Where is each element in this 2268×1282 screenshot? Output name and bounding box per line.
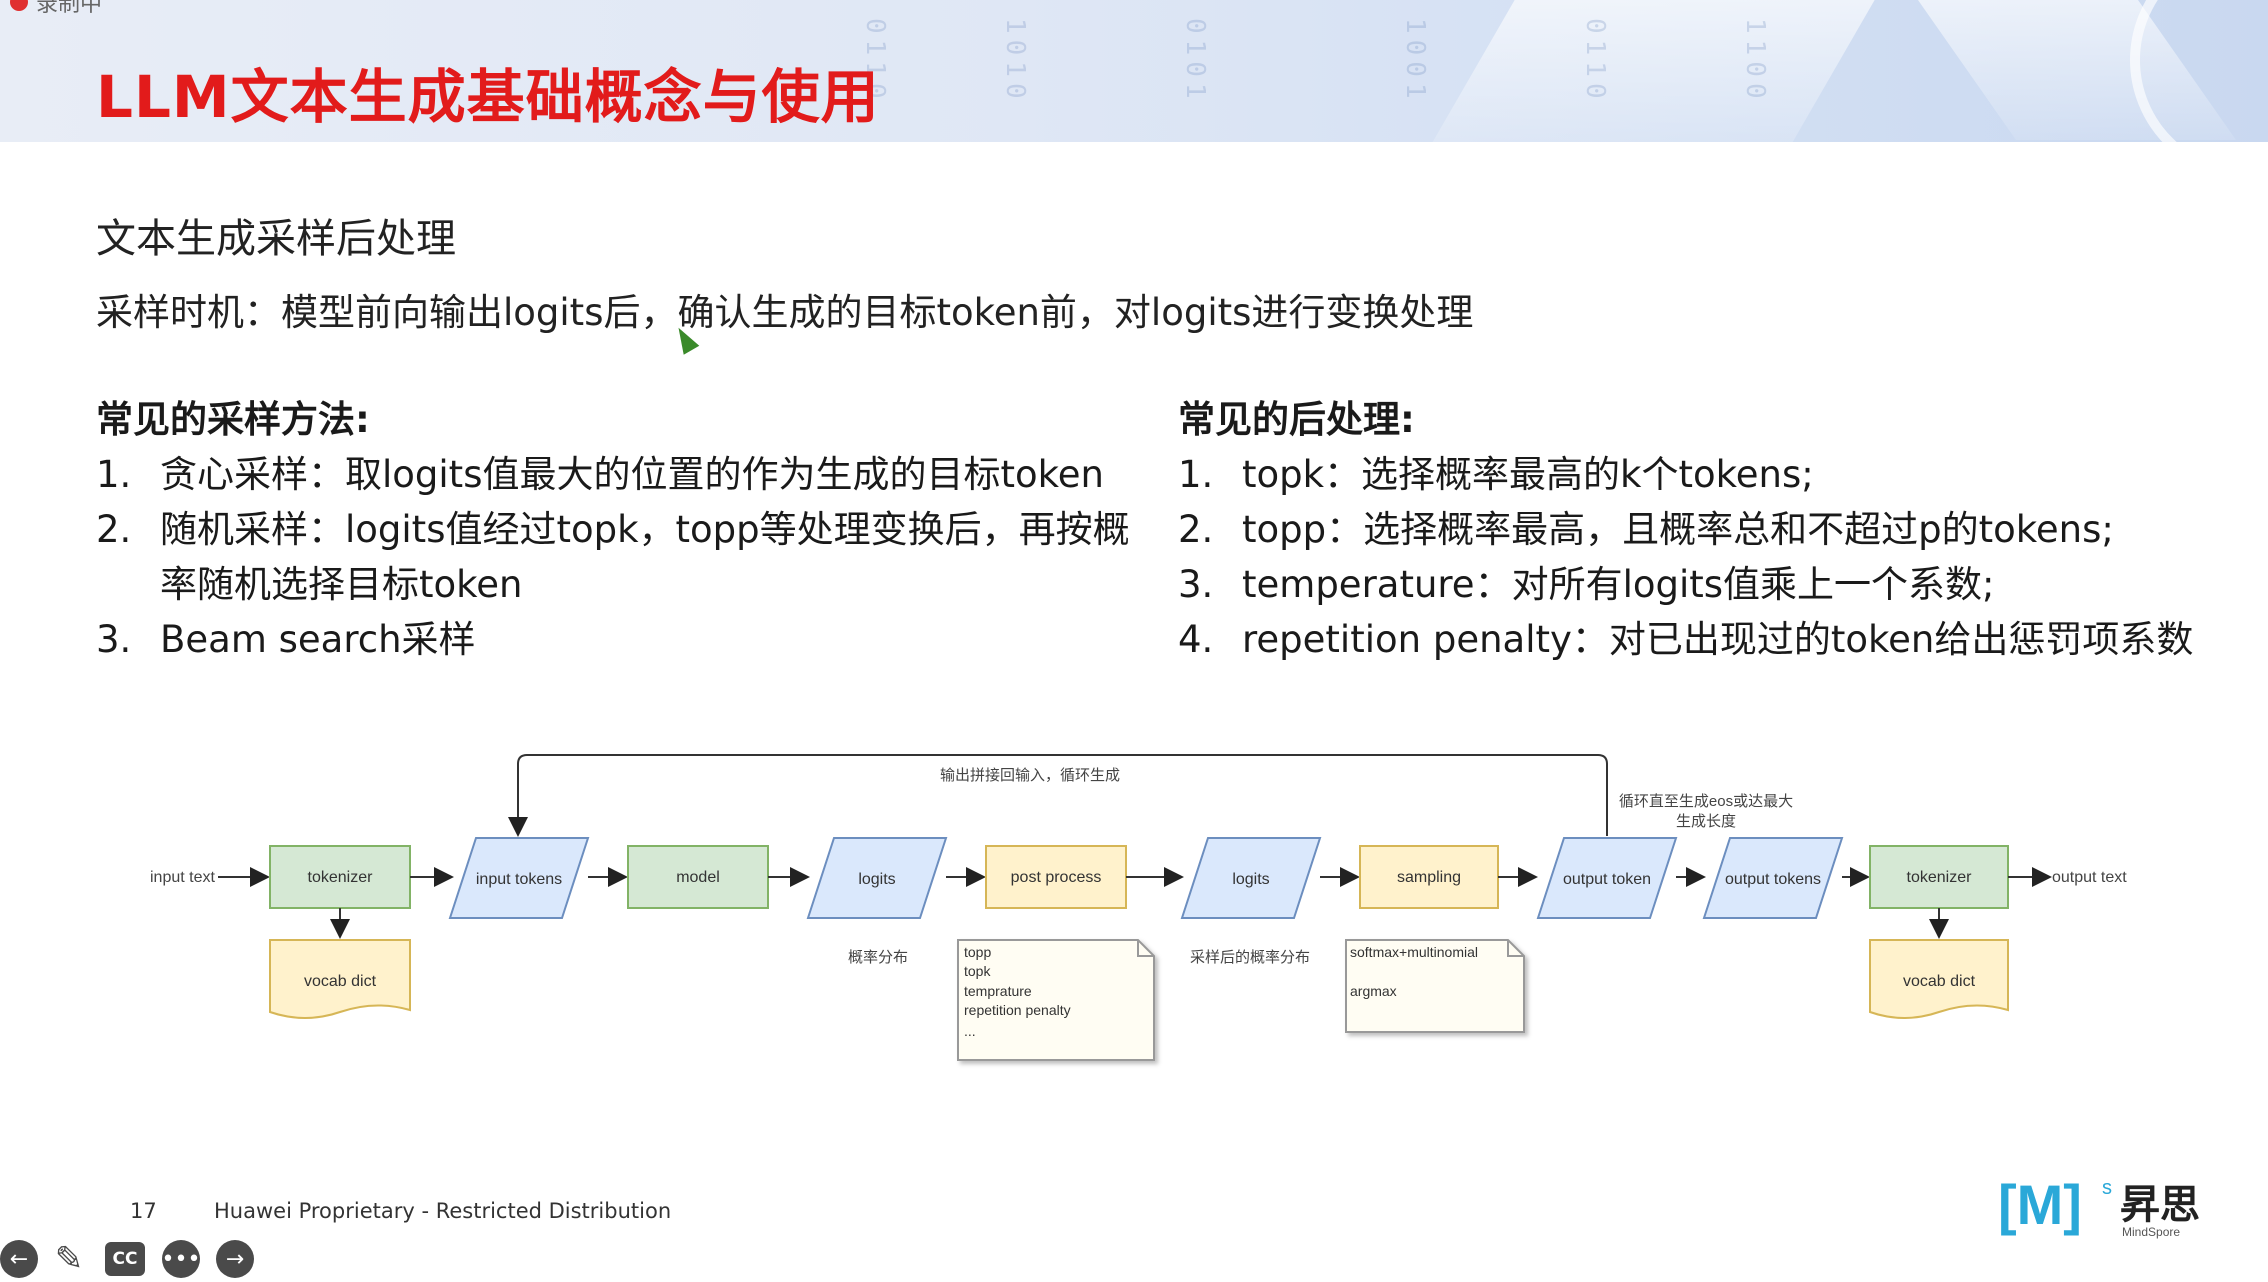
tokenizer-label: tokenizer — [1907, 869, 1973, 886]
logo-sub: MindSpore — [2122, 1225, 2180, 1239]
section-heading: 文本生成采样后处理 — [96, 216, 456, 262]
post-processing: 常见的后处理: 1. topk：选择概率最高的k个tokens; 2. topp… — [1178, 392, 2248, 667]
input-tokens-box — [448, 837, 590, 919]
logits-box — [806, 837, 948, 919]
logits-caption: 概率分布 — [848, 949, 908, 966]
stop-label: 循环直至生成eos或达最大 — [1619, 793, 1793, 810]
sampling-methods-heading: 常见的采样方法: — [96, 398, 370, 441]
vocab-dict-box — [1869, 939, 2009, 1019]
svg-text:s: s — [2102, 1177, 2112, 1199]
post-process-label: post process — [1011, 869, 1102, 886]
banner-decoration: 1001 — [1400, 18, 1430, 105]
list-item: 1. topk：选择概率最高的k个tokens; — [1178, 453, 1814, 496]
post-process-note — [957, 939, 1155, 1061]
slide-title: LLM文本生成基础概念与使用 — [96, 63, 880, 131]
loop-arrow — [508, 754, 1608, 837]
logits-label: logits — [1232, 871, 1269, 888]
logo-brand: 昇思 — [2120, 1183, 2200, 1227]
footer-text: Huawei Proprietary - Restricted Distribu… — [214, 1199, 672, 1223]
mindspore-logo: [M] s 昇思 MindSpore — [1998, 1168, 2208, 1244]
loop-label: 输出拼接回输入，循环生成 — [940, 767, 1120, 784]
list-item: 3. temperature：对所有logits值乘上一个系数; — [1178, 563, 1995, 606]
banner-decoration: 1010 — [1000, 18, 1030, 105]
sampling-methods: 常见的采样方法: 1. 贪心采样：取logits值最大的位置的作为生成的目标to… — [96, 392, 1156, 667]
logits-box — [1180, 837, 1322, 919]
logits-caption: 采样后的概率分布 — [1190, 949, 1310, 966]
banner-decoration: 0101 — [1180, 18, 1210, 105]
banner-decoration: 0110 — [860, 18, 890, 105]
sampling-note — [1345, 939, 1525, 1033]
list-item: 2. 随机采样：logits值经过topk，topp等处理变换后，再按概率随机选… — [96, 508, 1130, 606]
output-token-label: output token — [1563, 871, 1651, 888]
output-text-label: output text — [2052, 869, 2127, 886]
note-item: ... — [964, 1023, 976, 1039]
note-item: softmax+multinomial — [1350, 944, 1478, 960]
note-fold — [1507, 940, 1524, 957]
captions-button[interactable]: CC — [105, 1242, 145, 1276]
captions-label: CC — [112, 1249, 138, 1269]
note-fold — [1137, 940, 1154, 957]
output-tokens-box — [1702, 837, 1844, 919]
vocab-dict-box — [269, 939, 411, 1019]
input-tokens-label: input tokens — [476, 871, 562, 888]
note-item: temprature — [964, 983, 1032, 999]
post-process-box — [985, 845, 1127, 909]
recording-indicator: 录制中 — [10, 0, 102, 18]
list-item: 3. Beam search采样 — [96, 618, 476, 661]
list-item: 1. 贪心采样：取logits值最大的位置的作为生成的目标token — [96, 453, 1104, 496]
list-item: 2. topp：选择概率最高，且概率总和不超过p的tokens; — [1178, 508, 2114, 551]
record-icon — [10, 0, 28, 11]
model-label: model — [676, 869, 720, 886]
arrow-left-icon[interactable]: ← — [0, 1240, 38, 1278]
tokenizer-label: tokenizer — [308, 869, 374, 886]
note-item: repetition penalty — [964, 1002, 1071, 1018]
output-token-box — [1536, 837, 1678, 919]
note-item: topp — [964, 944, 991, 960]
page-number: 17 — [130, 1199, 157, 1223]
input-text-label: input text — [150, 869, 215, 886]
arrow-right-icon[interactable]: → — [216, 1240, 254, 1278]
banner-decoration: 0110 — [1580, 18, 1610, 105]
vocab-dict-label: vocab dict — [304, 973, 377, 990]
more-icon[interactable]: ••• — [162, 1240, 200, 1278]
pen-icon[interactable]: ✎ — [54, 1239, 84, 1279]
mindspore-logo-mark: [M] s 昇思 MindSpore — [1998, 1173, 2200, 1239]
header-banner: 0110 1010 0101 1001 0110 1100 — [0, 0, 2268, 142]
note-item: argmax — [1350, 983, 1397, 999]
stop-label: 生成长度 — [1676, 813, 1736, 830]
list-item: 4. repetition penalty：对已出现过的token给出惩罚项系数 — [1178, 618, 2194, 661]
post-processing-heading: 常见的后处理: — [1178, 398, 1415, 441]
vocab-dict-label: vocab dict — [1903, 973, 1976, 990]
sampling-timing: 采样时机：模型前向输出logits后，确认生成的目标token前，对logits… — [96, 291, 1474, 334]
logits-label: logits — [858, 871, 895, 888]
recording-label: 录制中 — [36, 0, 103, 17]
model-box — [627, 845, 769, 909]
banner-decoration: 1100 — [1740, 18, 1770, 105]
note-item: topk — [964, 963, 991, 979]
banner-decoration — [2130, 0, 2268, 142]
sampling-label: sampling — [1397, 869, 1461, 886]
tokenizer-box — [1869, 845, 2009, 909]
output-tokens-label: output tokens — [1725, 871, 1821, 888]
svg-text:[M]: [M] — [1998, 1173, 2082, 1236]
